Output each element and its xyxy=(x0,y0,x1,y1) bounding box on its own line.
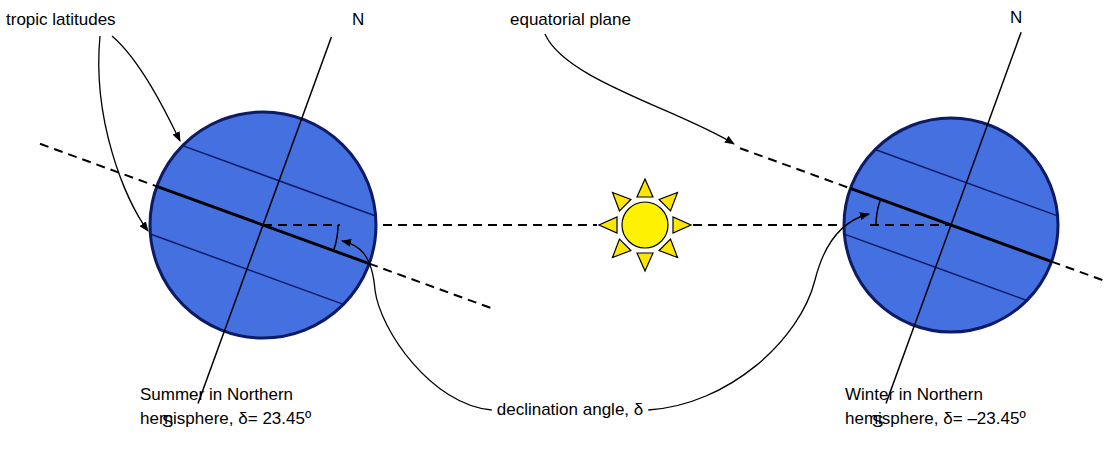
caption-text: Summer in Northern hemisphere, δ= 23.45º xyxy=(140,383,355,431)
pole-label: N xyxy=(352,8,364,32)
leader-line xyxy=(648,214,869,410)
callout-label: declination angle, δ xyxy=(497,398,644,422)
callout-label: tropic latitudes xyxy=(6,8,116,32)
leader-line xyxy=(112,36,180,141)
leader-line xyxy=(342,241,492,410)
leader-line xyxy=(99,36,148,231)
callout-label: equatorial plane xyxy=(510,8,631,32)
pole-label: N xyxy=(1010,6,1022,30)
sun-ray-line xyxy=(263,224,597,226)
leader-line xyxy=(545,34,734,144)
earth-summer xyxy=(40,37,492,404)
sun-symbol xyxy=(599,179,691,271)
earth-winter xyxy=(740,32,1108,403)
caption-text: Winter in Northern hemisphere, δ= –23.45… xyxy=(845,383,1060,431)
